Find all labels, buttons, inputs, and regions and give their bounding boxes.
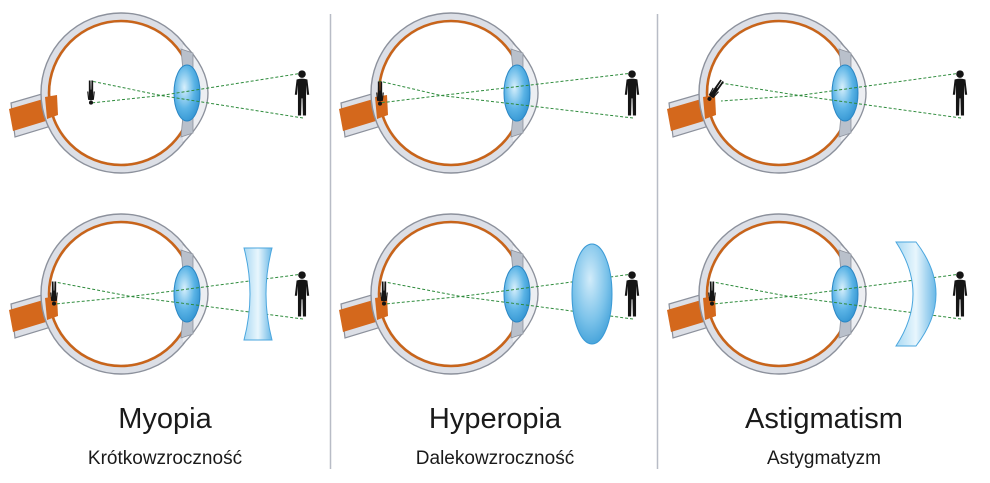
myopia-object-person [294,271,310,317]
light-ray [90,72,304,104]
vitreous-body [708,22,850,164]
light-ray [720,72,962,102]
myopia-corrected [9,213,310,375]
astigmatism-title: Astigmatism [745,403,903,435]
crystalline-lens [503,64,531,122]
vitreous-body [380,22,522,164]
astigmatism-corrected [667,213,968,375]
light-ray [54,281,304,320]
crystalline-lens [173,265,201,323]
light-ray [712,281,962,320]
meniscus-corrective-lens [895,241,937,347]
convex-corrective-lens [571,243,613,345]
hyperopia-uncorrected [339,12,640,174]
light-ray [378,80,634,119]
hyperopia-corrected [339,213,640,375]
astigmatism-panel [667,12,968,375]
hyperopia-object-person [624,70,640,116]
vitreous-body [708,223,850,365]
myopia-subtitle: Krótkowzroczność [87,448,243,469]
myopia-object-person [294,70,310,116]
astigmatism-object-person [952,271,968,317]
light-ray [720,82,962,119]
concave-corrective-lens [243,247,273,341]
crystalline-lens [831,64,859,122]
astigmatism-uncorrected [667,12,968,174]
hyperopia-panel [339,12,640,375]
hyperopia-title: Hyperopia [428,403,562,435]
optic-disc [45,95,58,119]
astigmatism-subtitle: Astygmatyzm [766,448,882,469]
myopia-title: Myopia [118,403,212,435]
astigmatism-caption: Astigmatism Astygmatyzm [659,402,989,472]
light-ray [712,273,962,305]
astigmatism-object-person [952,70,968,116]
myopia-panel [9,12,310,375]
myopia-uncorrected [9,12,310,174]
crystalline-lens [831,265,859,323]
crystalline-lens [503,265,531,323]
light-ray [90,80,304,119]
hyperopia-object-person [624,271,640,317]
vitreous-body [50,22,192,164]
vitreous-body [380,223,522,365]
hyperopia-subtitle: Dalekowzroczność [415,448,575,469]
myopia-caption: Myopia Krótkowzroczność [0,402,330,472]
optic-disc [703,95,716,119]
light-ray [54,273,304,305]
vitreous-body [50,223,192,365]
hyperopia-caption: Hyperopia Dalekowzroczność [330,402,660,472]
